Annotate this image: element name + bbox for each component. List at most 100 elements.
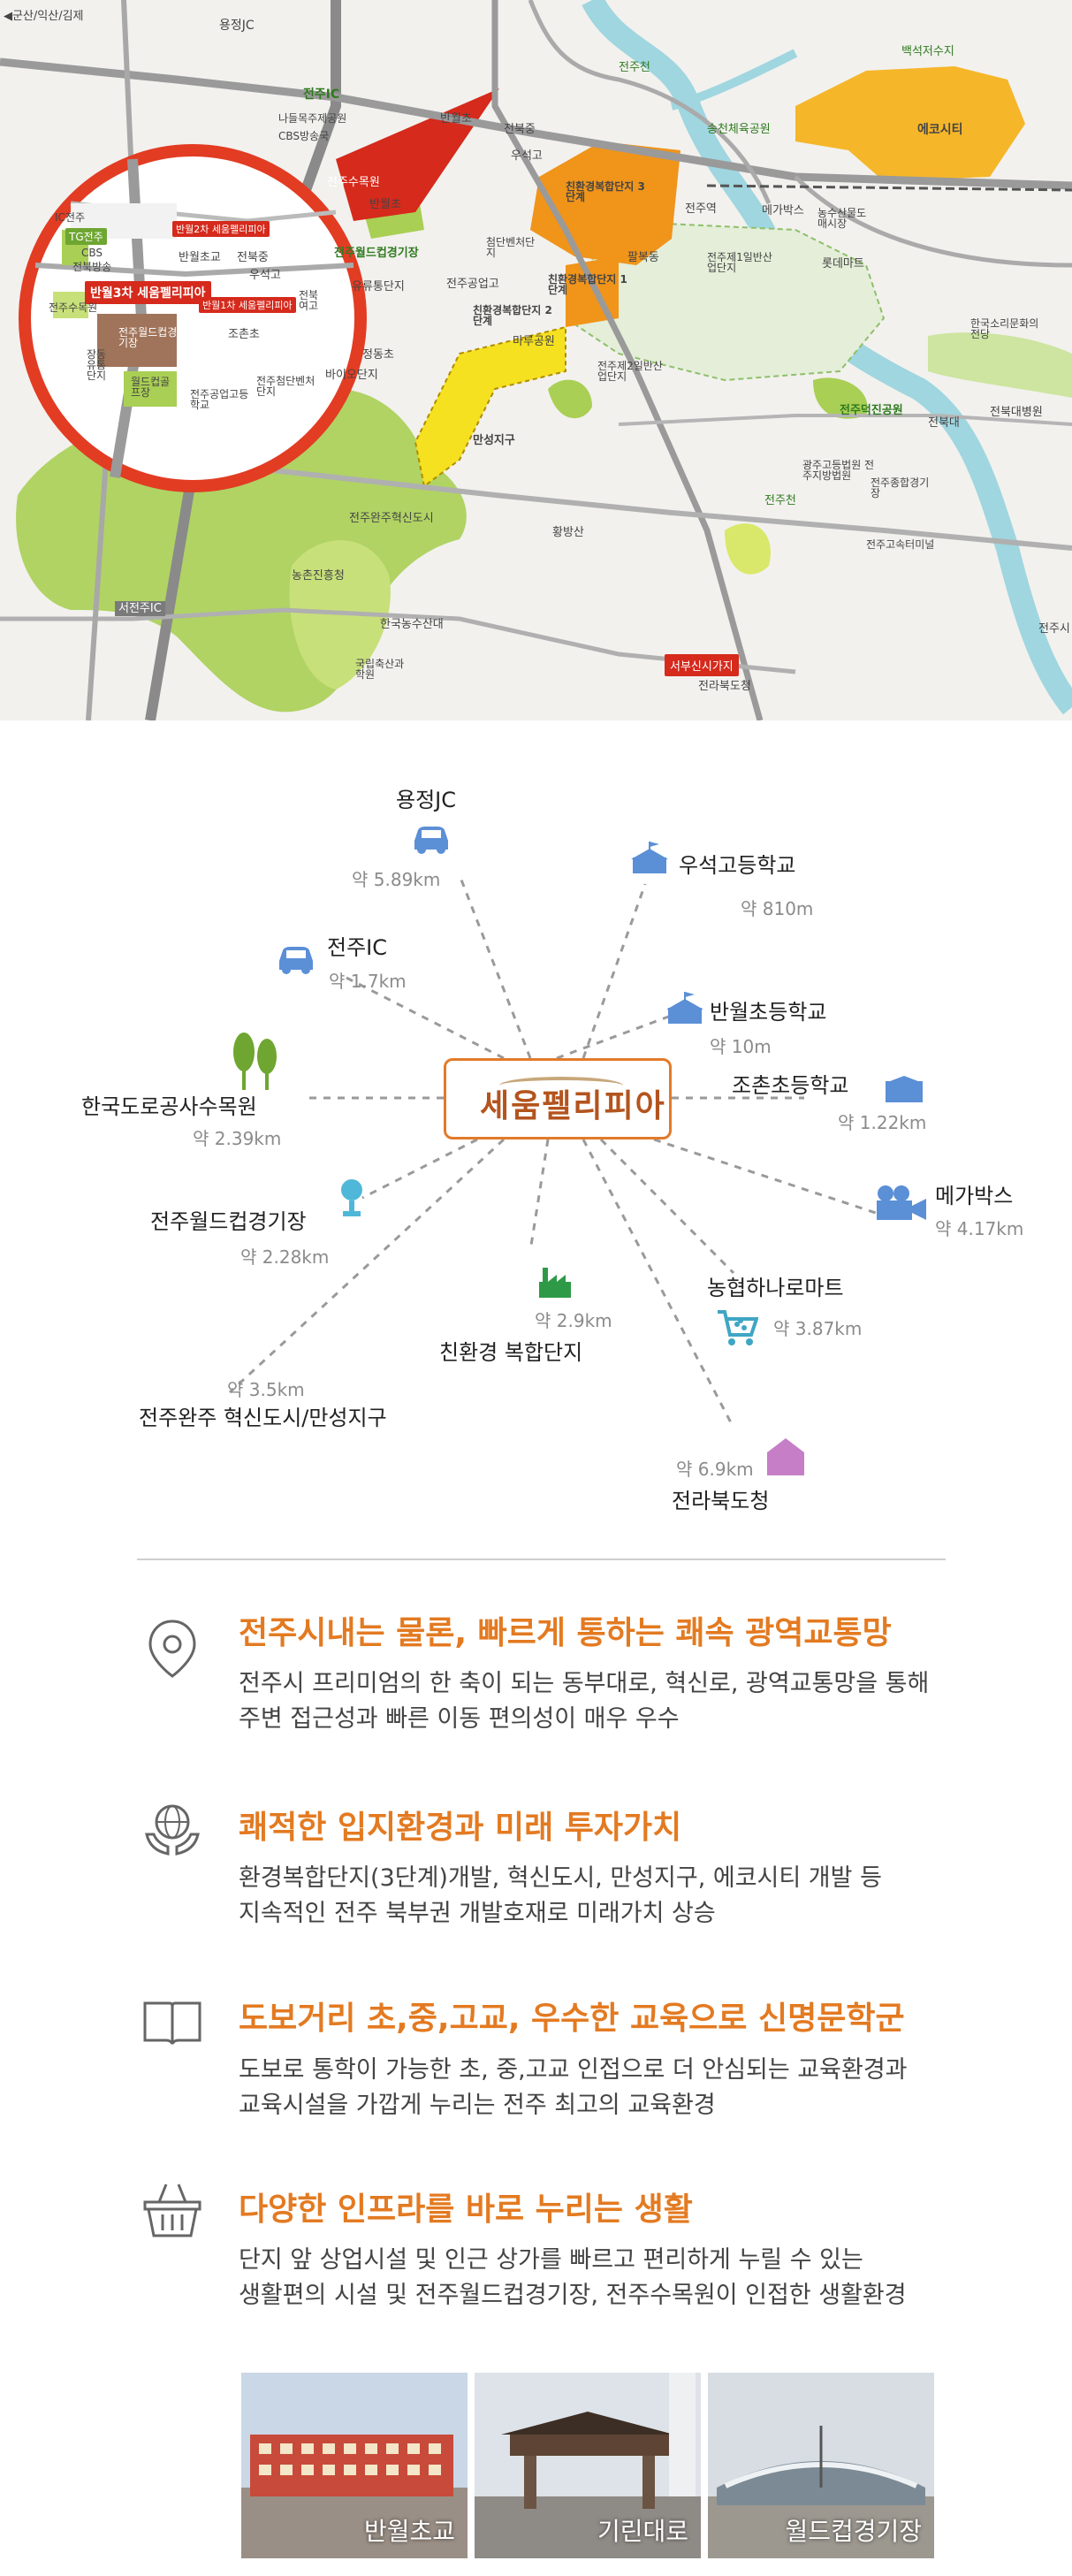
label-hanok: 한국소리문화의전당 [970,317,1039,340]
label-yongjeong-jc: 용정JC [219,19,255,33]
spoke-dist-4: 약 2.39km [193,1128,282,1149]
label-seobu: 서부신시가지 [665,654,739,676]
photo-girin-road: 기린대로 [475,2373,701,2558]
label-jeongdongcho: 정동초 [362,348,394,362]
stadium-photo [708,2373,934,2558]
road-east-west [0,57,1072,190]
photo-banwol-school: 반월초교 [241,2373,468,2558]
label-hyeoksin: 전주완주혁신도시 [349,512,434,525]
label-industrial-2: 전주제2일반산업단지 [597,360,663,383]
photo-worldcup-stadium: 월드컵경기장 [708,2373,934,2558]
school-icon [886,1076,923,1102]
label-eco-3: 친환경복합단지 3단계 [566,180,645,203]
label-jeonbukjung: 전북중 [504,123,536,136]
label-korea-farm: 한국농수산대 [380,618,444,631]
photo-caption-2: 기린대로 [597,2517,688,2546]
spoke-dist-2: 약 1.7km [329,971,407,992]
label-lotte: 롯데마트 [822,257,864,271]
label-palbok: 팔복동 [627,251,659,264]
feature-line-1b: 주변 접근성과 빠른 이동 편의성이 매우 우수 [239,1705,680,1733]
spoke-label-9: 농협하나로마트 [707,1276,844,1300]
spoke-dist-11: 약 6.9km [676,1459,754,1480]
factory-icon [539,1268,571,1298]
spoke-label-8: 친환경 복합단지 [439,1340,583,1365]
label-bus-terminal: 전주고속터미널 [866,538,935,551]
label-railway: 전주역 [685,202,717,216]
spoke-label-0: 용정JC [396,788,456,812]
map-graphic [0,0,1072,720]
label-marae: 마루공원 [513,335,555,348]
feature-title-1: 전주시내는 물론, 빠르게 통하는 쾌속 광역교통망 [239,1615,892,1651]
inset-cbs: CBS [81,247,103,259]
trophy-icon [341,1179,362,1216]
globe-hands-icon [145,1804,200,1856]
label-eco-1: 친환경복합단지 1단계 [548,273,627,296]
spoke-label-4: 한국도로공사수목원 [81,1094,257,1119]
label-songcheon: 송천체육공원 [707,123,771,136]
cart-icon [718,1310,758,1345]
camera-icon [877,1185,926,1220]
spoke-label-1: 우석고등학교 [679,853,796,878]
feature-line-4a: 단지 앞 상업시설 및 인근 상가를 빠르고 편리하게 누릴 수 있는 [239,2246,863,2274]
inset-jeonbukjung: 전북중 [237,251,269,264]
label-jeonju-ic: 전주IC [303,88,340,102]
label-banwolcho-green: 반월초 [369,198,401,211]
house-icon [767,1438,804,1475]
label-deokjin: 전주덕진공원 [840,404,903,417]
tree-icon [233,1033,277,1090]
label-banwolcho: 반월초 [440,112,472,126]
logo-swoosh [499,1077,623,1094]
label-mansung: 만성지구 [473,434,515,447]
center-logo: 세움펠리피아 [444,1058,672,1139]
label-sumokwon: 전주수목원 [327,176,380,189]
zone-mansung [414,325,566,488]
label-baekseok: 백석저수지 [901,45,954,58]
inset-sumokwon: 전주수목원 [49,301,98,314]
label-stadium: 전주월드컵경기장 [334,247,419,260]
feature-line-3a: 도보로 통학이 가능한 초, 중,고교 인접으로 더 안심되는 교육환경과 [239,2056,908,2084]
school-flag-icon [666,992,703,1024]
inset-jangdong: 장동유통단지 [87,348,107,382]
label-cbs: CBS방송국 [278,130,330,142]
inset-broadcast: 전북방송 [72,261,112,273]
label-cheomdan: 첨단벤처단지 [486,236,536,259]
label-eco-2: 친환경복합단지 2단계 [473,304,552,327]
label-seojeonju-ic: 서전주IC [115,601,165,616]
basket-icon [143,2184,201,2237]
spoke-dist-6: 약 2.28km [240,1246,330,1268]
feature-line-4b: 생활편의 시설 및 전주월드컵경기장, 전주수목원이 인접한 생활환경 [239,2282,907,2309]
label-gukrip: 국립축산과학원 [355,658,405,681]
label-ecocity: 에코시티 [917,123,963,137]
inset-banwolcho: 반월초교 [179,251,221,264]
label-jeonju-si: 전주시 [1038,622,1070,636]
inset-title: 반월3차 세움펠리피아 [85,281,211,304]
feature-line-3b: 교육시설을 가깝게 누리는 전주 최고의 교육환경 [239,2092,716,2119]
feature-line-1a: 전주시 프리미엄의 한 축이 되는 동부대로, 혁신로, 광역교통망을 통해 [239,1670,930,1697]
spoke-label-11: 전라북도청 [672,1489,770,1513]
location-map: ◀군산/익산/김제 용정JC 전주IC 나들목주제공원 CBS방송국 반월초 전… [0,0,1072,720]
photo-caption-3: 월드컵경기장 [785,2517,922,2546]
label-nadeul: 나들목주제공원 [278,112,347,125]
section-divider [137,1559,946,1560]
spoke-dist-10: 약 3.5km [227,1379,305,1400]
inset-gongeop: 전주공업고등학교 [190,388,249,411]
label-nongchon: 농촌진흥청 [292,569,345,583]
spoke-label-7: 메가박스 [935,1184,1014,1208]
spoke-label-10: 전주완주 혁신도시/만성지구 [139,1406,387,1430]
spoke-label-6: 전주월드컵경기장 [150,1209,307,1234]
spoke-dist-8: 약 2.9km [535,1310,612,1331]
label-uiseok: 우석고 [511,149,543,163]
car-icon [414,827,448,854]
inset-stadium: 전주월드컵경기장 [118,326,178,349]
label-stadium2: 전주종합경기장 [871,476,930,499]
spoke-dist-3: 약 10m [710,1036,772,1057]
spoke-dist-5: 약 1.22km [838,1112,927,1133]
logo-brand: 세움펠리피아 [480,1088,666,1124]
inset-uiseokgo: 우석고 [249,269,281,282]
spoke-dist-9: 약 3.87km [773,1318,863,1339]
feature-title-2: 쾌적한 입지환경과 미래 투자가치 [239,1810,682,1846]
label-bio: 바이오단지 [325,369,378,382]
label-river-2: 전주천 [764,494,796,507]
feature-title-4: 다양한 인프라를 바로 누리는 생활 [239,2191,693,2228]
label-court: 광주고등법원 전주지방법원 [802,459,875,482]
